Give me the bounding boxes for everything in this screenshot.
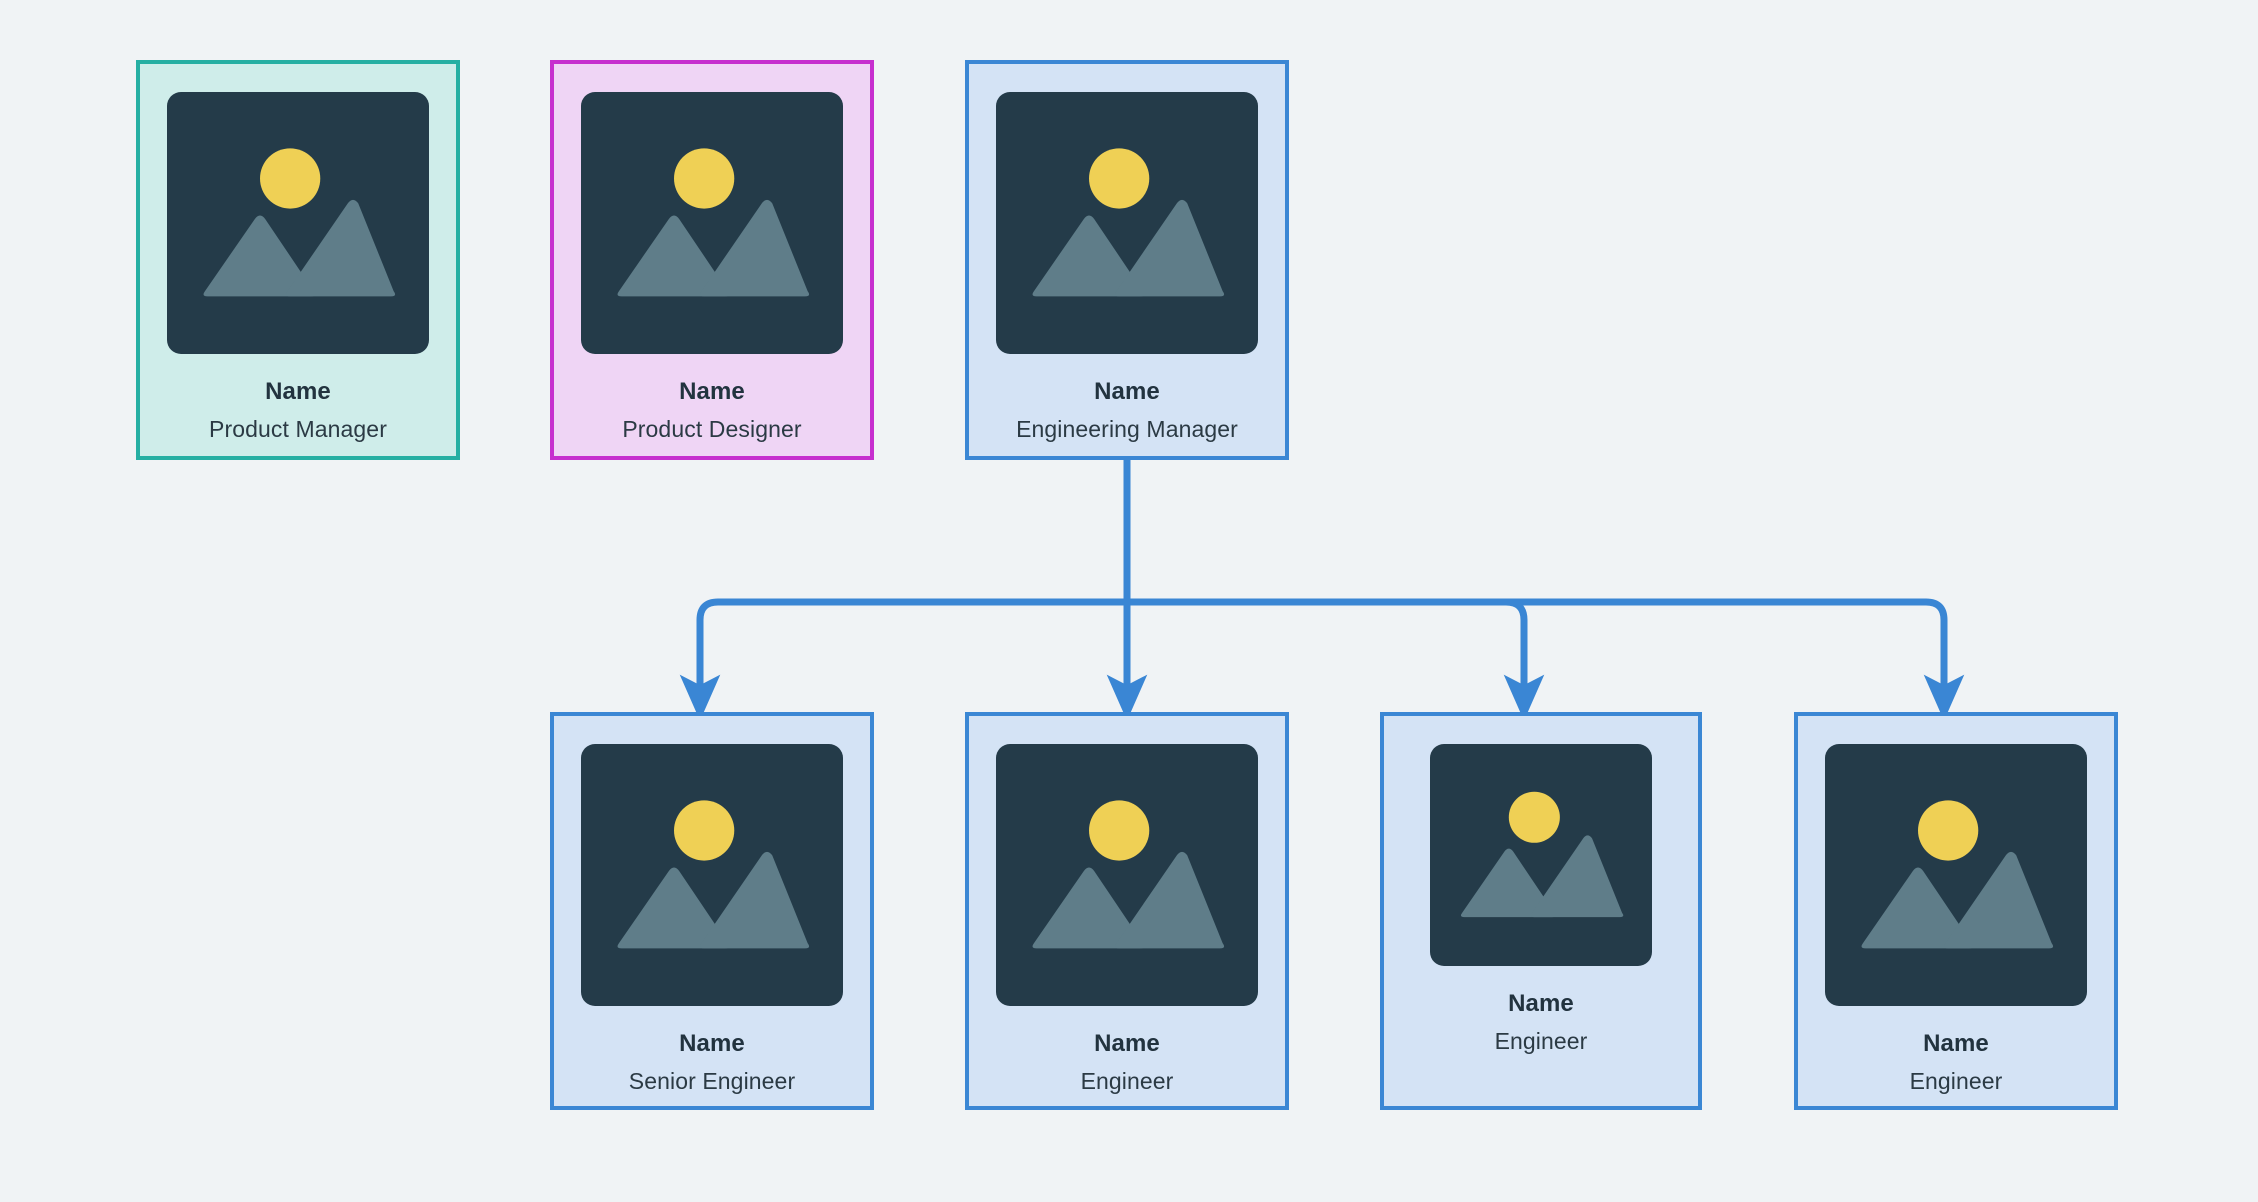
node-avatar	[1430, 744, 1652, 966]
mountain-small-icon	[1460, 848, 1556, 918]
node-avatar	[581, 92, 843, 354]
mountain-large-icon	[700, 851, 810, 949]
node-role: Engineer	[1080, 1068, 1174, 1094]
node-role: Senior Engineer	[628, 1068, 796, 1094]
node-role: Engineer	[1909, 1068, 2003, 1094]
image-placeholder-icon	[1460, 791, 1624, 918]
mountain-large-icon	[1115, 851, 1225, 949]
mountain-small-icon	[617, 215, 730, 297]
connector-to-engineer-2	[1127, 598, 1545, 721]
image-placeholder-icon	[617, 800, 810, 949]
sun-icon	[1918, 800, 1979, 861]
node-name: Name	[1094, 1030, 1160, 1057]
image-placeholder-icon	[1032, 800, 1225, 949]
node-name: Name	[679, 1030, 745, 1057]
node-name: Name	[1508, 990, 1574, 1017]
image-placeholder-icon	[1032, 148, 1225, 297]
sun-icon	[260, 148, 321, 209]
sun-icon	[674, 148, 735, 209]
mountain-small-icon	[1032, 867, 1145, 949]
node-avatar	[996, 92, 1258, 354]
mountain-small-icon	[203, 215, 316, 297]
mountain-large-icon	[286, 199, 396, 297]
sun-icon	[1089, 148, 1150, 209]
sun-icon	[674, 800, 735, 861]
mountain-small-icon	[617, 867, 730, 949]
image-placeholder-icon	[1861, 800, 2054, 949]
node-role: Product Manager	[209, 416, 387, 442]
connector-to-engineer-3	[1127, 598, 1965, 721]
node-avatar	[581, 744, 843, 1006]
node-role: Product Designer	[622, 416, 802, 442]
node-name: Name	[265, 378, 331, 405]
mountain-small-icon	[1861, 867, 1974, 949]
node-avatar	[996, 744, 1258, 1006]
mountain-small-icon	[1032, 215, 1145, 297]
mountain-large-icon	[1530, 835, 1624, 918]
node-name: Name	[679, 378, 745, 405]
node-avatar	[1825, 744, 2087, 1006]
mountain-large-icon	[1944, 851, 2054, 949]
node-avatar	[167, 92, 429, 354]
sun-icon	[1089, 800, 1150, 861]
node-role: Engineering Manager	[1016, 416, 1238, 442]
node-name: Name	[1923, 1030, 1989, 1057]
node-role: Engineer	[1494, 1028, 1588, 1054]
mountain-large-icon	[1115, 199, 1225, 297]
connector-to-senior-engineer	[679, 598, 1127, 721]
image-placeholder-icon	[203, 148, 396, 297]
sun-icon	[1508, 791, 1560, 843]
node-name: Name	[1094, 378, 1160, 405]
image-placeholder-icon	[617, 148, 810, 297]
mountain-large-icon	[700, 199, 810, 297]
